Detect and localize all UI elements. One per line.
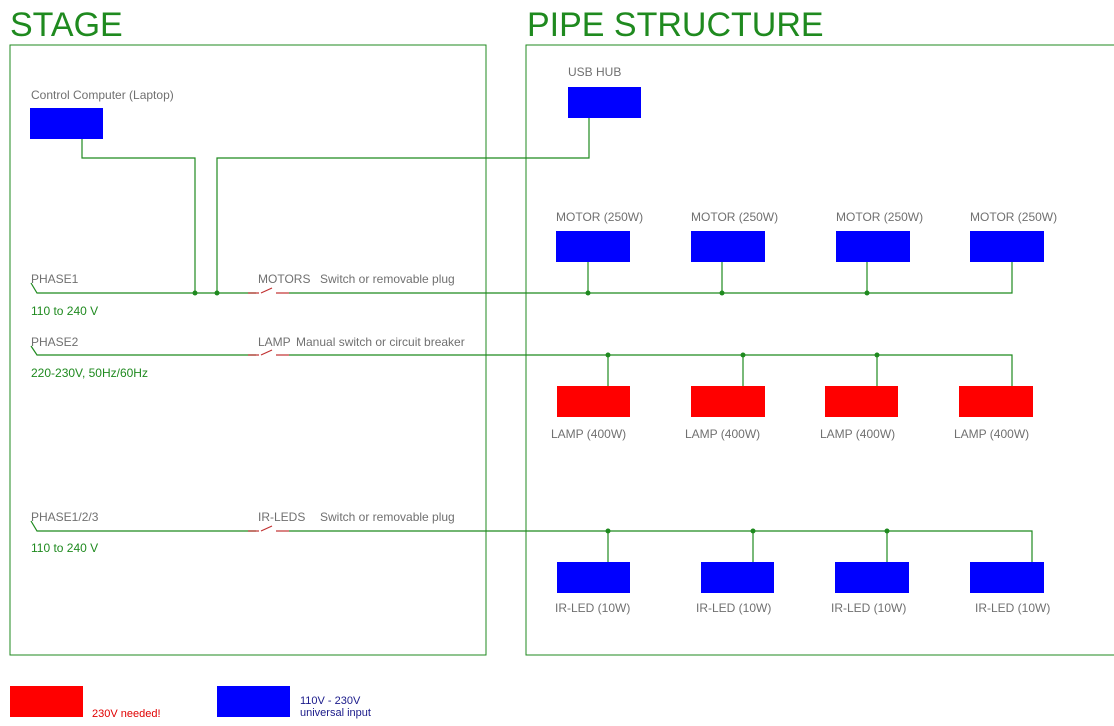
lamp-label: LAMP (400W)	[954, 427, 1029, 441]
phase2-wire	[30, 345, 256, 356]
irled-box	[835, 562, 909, 593]
lamp-switch-name: LAMP	[258, 335, 291, 349]
pipe-structure-frame	[525, 44, 1114, 656]
legend-blue-label-line1: 110V - 230V	[300, 695, 361, 707]
junction-dot	[750, 528, 756, 534]
junction-dot	[605, 528, 611, 534]
lamp-box	[959, 386, 1033, 417]
irled-box	[970, 562, 1044, 593]
lamp-box	[557, 386, 630, 417]
irled-label: IR-LED (10W)	[555, 601, 630, 615]
irled-label: IR-LED (10W)	[831, 601, 906, 615]
irled-box	[557, 562, 630, 593]
motor-label: MOTOR (250W)	[556, 210, 643, 224]
control-computer-label: Control Computer (Laptop)	[31, 88, 174, 102]
lamp-box	[825, 386, 898, 417]
phase1-label: PHASE1	[31, 272, 79, 286]
motor-label: MOTOR (250W)	[836, 210, 923, 224]
junction-dot	[864, 290, 870, 296]
phase2-voltage: 220-230V, 50Hz/60Hz	[31, 366, 148, 380]
motors-bus-wire	[289, 260, 1013, 294]
stage-frame	[9, 44, 487, 656]
irleds-switch-icon	[248, 525, 289, 532]
phase2-label: PHASE2	[31, 335, 79, 349]
motor-label: MOTOR (250W)	[691, 210, 778, 224]
junction-dot	[719, 290, 725, 296]
lamp-switch-desc: Manual switch or circuit breaker	[296, 335, 465, 349]
motor-box	[970, 231, 1044, 262]
motors-switch-icon	[248, 287, 289, 294]
junction-dot	[605, 352, 611, 358]
irled-label: IR-LED (10W)	[696, 601, 771, 615]
lamp-box	[691, 386, 765, 417]
motors-switch-desc: Switch or removable plug	[320, 272, 455, 286]
legend-blue-swatch	[217, 686, 290, 717]
legend-red-swatch	[10, 686, 83, 717]
legend-blue-label-line2: universal input	[300, 707, 371, 719]
lamp-switch-icon	[248, 349, 289, 356]
stage-title: STAGE	[10, 6, 123, 44]
phase123-label: PHASE1/2/3	[31, 510, 99, 524]
control-computer-box	[30, 108, 103, 139]
irleds-switch-desc: Switch or removable plug	[320, 510, 455, 524]
junction-dot	[214, 290, 220, 296]
motor-box	[691, 231, 765, 262]
lamp-label: LAMP (400W)	[820, 427, 895, 441]
usb-hub-box	[568, 87, 641, 118]
motor-box	[556, 231, 630, 262]
phase1-wire	[30, 282, 256, 294]
hub-power-wire	[216, 118, 590, 293]
lamp-bus-wire	[289, 354, 1013, 387]
lamp-label: LAMP (400W)	[685, 427, 760, 441]
computer-power-wire	[81, 139, 196, 293]
irled-box	[701, 562, 774, 593]
irleds-bus-wire	[289, 530, 1033, 563]
irleds-switch-name: IR-LEDS	[258, 510, 305, 524]
phase123-wire	[30, 520, 256, 532]
junction-dot	[740, 352, 746, 358]
junction-dot	[884, 528, 890, 534]
legend-red-label: 230V needed!	[92, 708, 161, 720]
irled-label: IR-LED (10W)	[975, 601, 1050, 615]
lamp-label: LAMP (400W)	[551, 427, 626, 441]
junction-dot	[874, 352, 880, 358]
pipe-structure-title: PIPE STRUCTURE	[527, 6, 824, 44]
phase1-voltage: 110 to 240 V	[31, 304, 98, 318]
phase123-voltage: 110 to 240 V	[31, 541, 98, 555]
motors-switch-name: MOTORS	[258, 272, 310, 286]
junction-dot	[192, 290, 198, 296]
motor-label: MOTOR (250W)	[970, 210, 1057, 224]
usb-hub-label: USB HUB	[568, 65, 621, 79]
junction-dot	[585, 290, 591, 296]
motor-box	[836, 231, 910, 262]
